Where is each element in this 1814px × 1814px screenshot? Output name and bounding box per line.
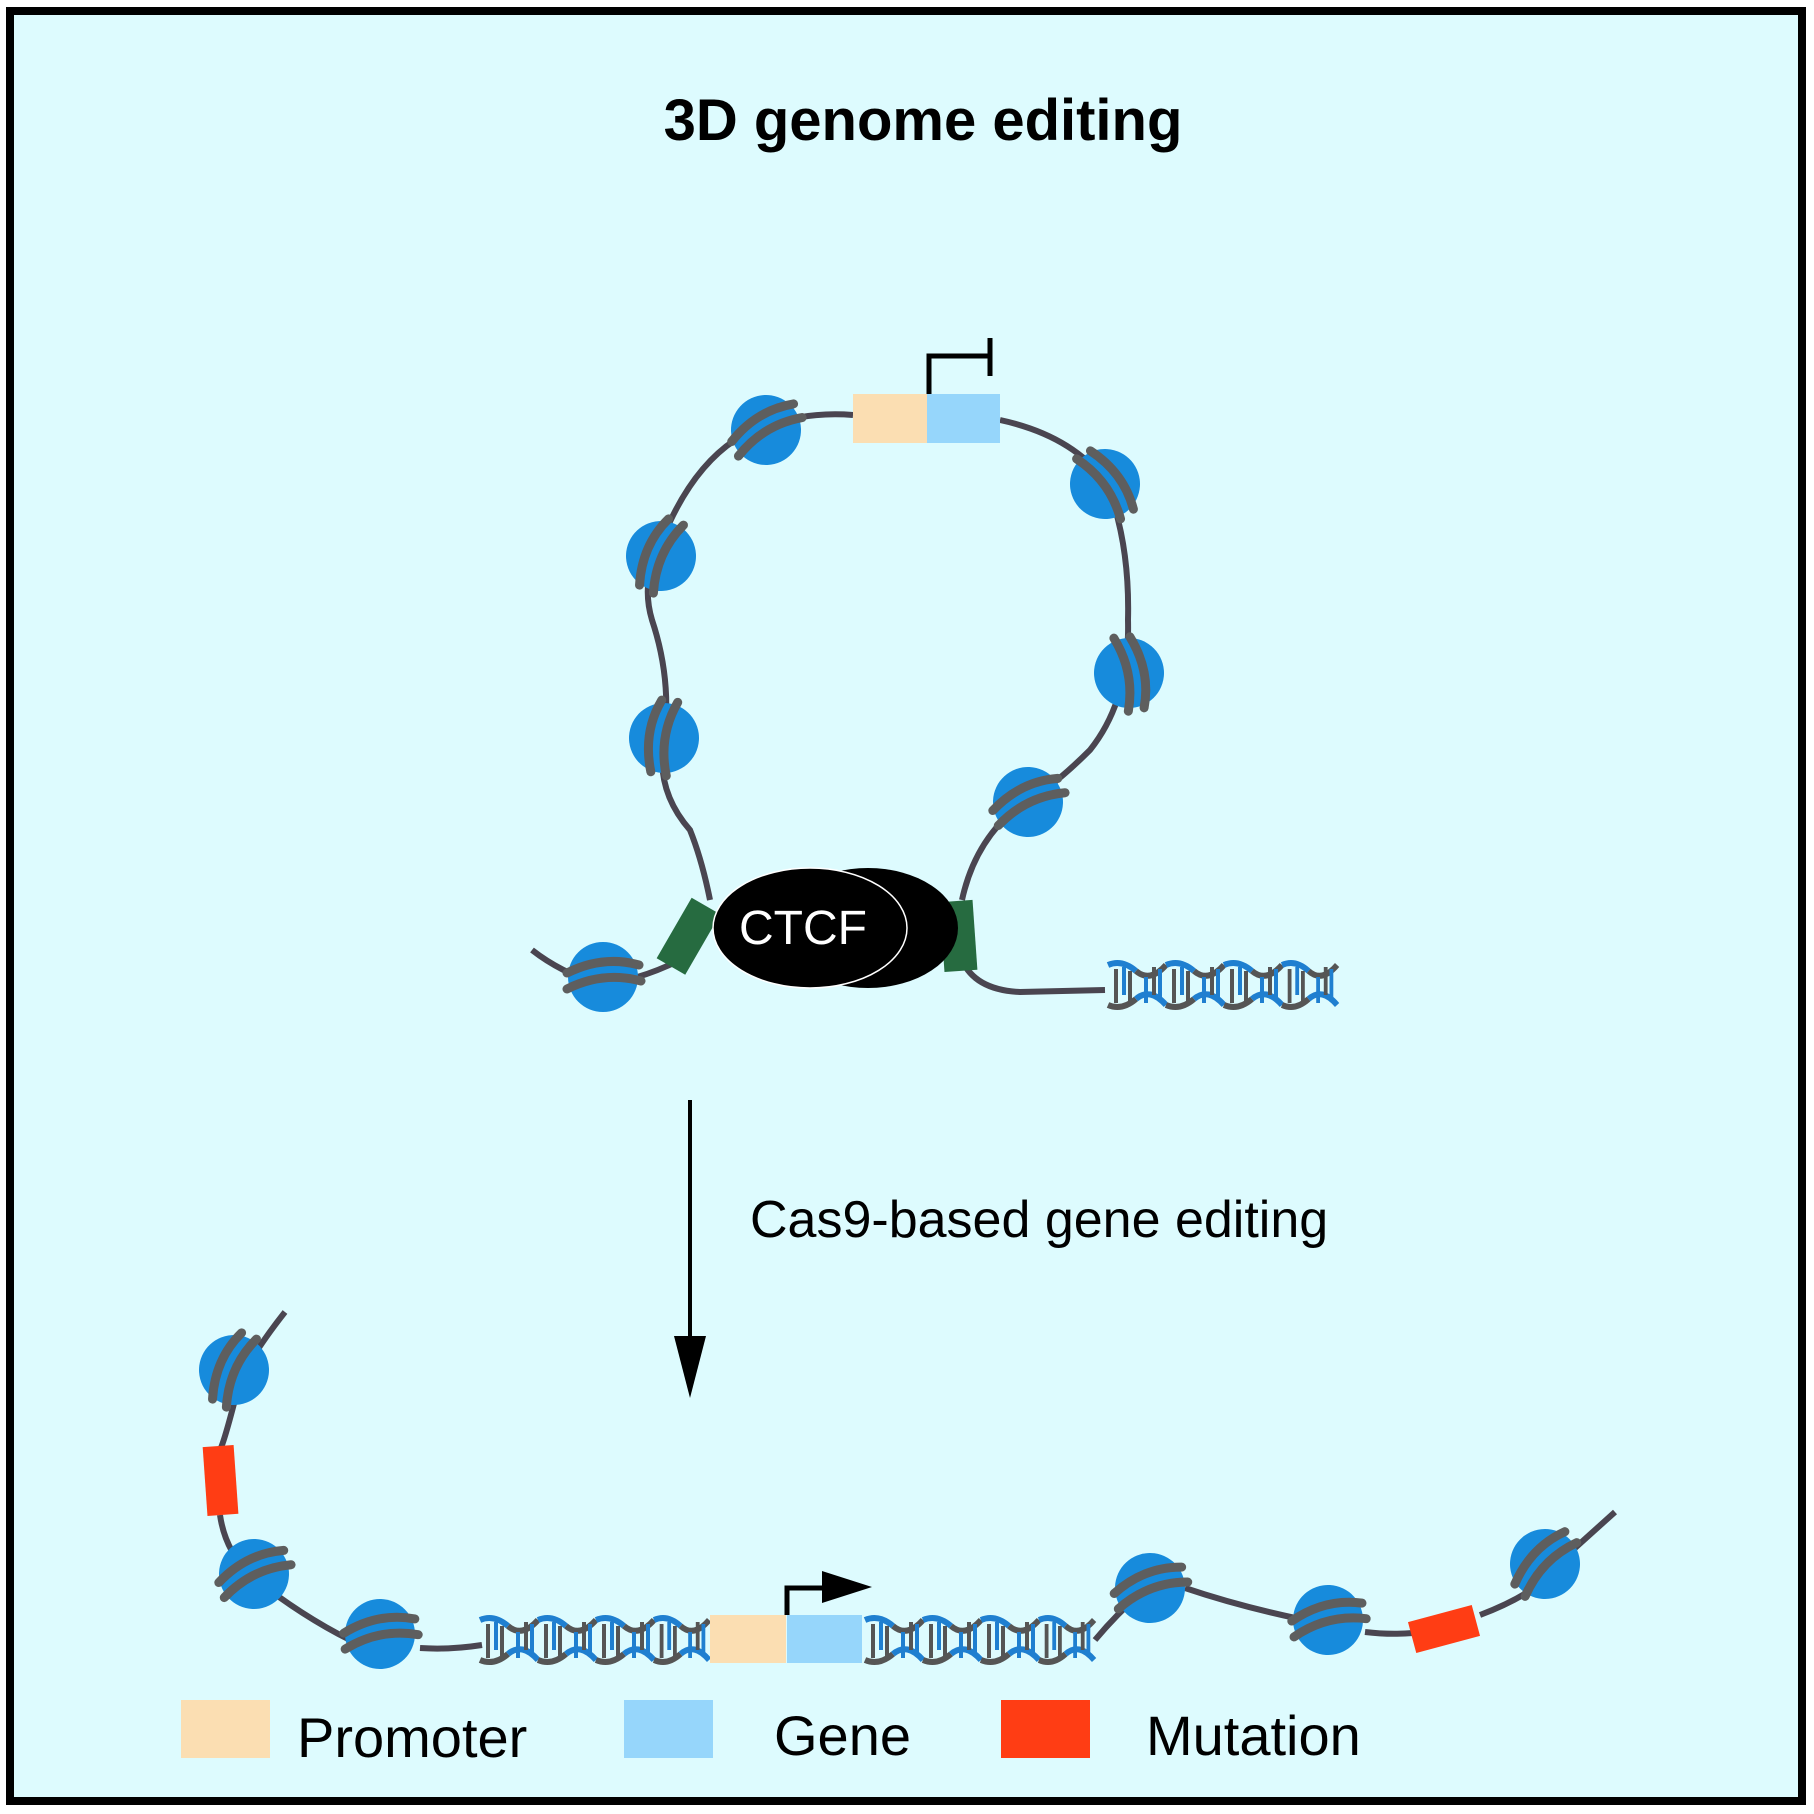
promoter-block (853, 394, 927, 443)
legend: Promoter Gene Mutation (181, 1700, 1361, 1769)
repressed-transcription-icon (926, 353, 990, 394)
process-label: Cas9-based gene editing (750, 1191, 1328, 1249)
gene-block (927, 394, 1000, 443)
legend-swatch-promoter (181, 1700, 270, 1758)
ctcf-label: CTCF (739, 902, 867, 955)
chromatin-loop: CTCF (530, 338, 1337, 1012)
figure-title: 3D genome editing (664, 88, 1183, 153)
gene-block (787, 1615, 862, 1663)
mutation-block (1407, 1605, 1481, 1653)
linear-chromatin (186, 1310, 1618, 1672)
transcription-arrowhead-icon (822, 1571, 872, 1603)
legend-label-mutation: Mutation (1146, 1704, 1361, 1767)
legend-swatch-mutation (1001, 1700, 1090, 1758)
legend-swatch-gene (624, 1700, 713, 1758)
legend-label-promoter: Promoter (297, 1706, 527, 1769)
legend-label-gene: Gene (774, 1704, 911, 1767)
mutation-block (202, 1444, 239, 1516)
active-transcription-icon (784, 1585, 825, 1615)
ctcf-binding-site-left (656, 897, 721, 975)
ctcf-protein-left (712, 867, 908, 989)
promoter-block (710, 1615, 786, 1663)
transition-arrow-head-icon (674, 1336, 706, 1398)
